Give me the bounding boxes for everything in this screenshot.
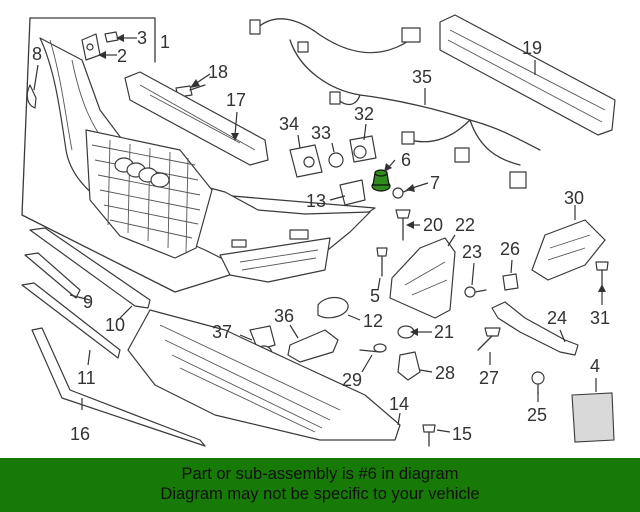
bolt-31: [595, 261, 609, 286]
trim-strip-9: [24, 252, 81, 299]
part-6-clip-highlighted: [371, 169, 391, 192]
callout-30: 30: [564, 188, 584, 208]
callout-4: 4: [590, 356, 600, 376]
pin-29: [359, 343, 387, 353]
callout-13: 13: [306, 191, 326, 211]
bumper-cover: [39, 37, 371, 283]
bolt-23: [464, 286, 487, 298]
callout-26: 26: [500, 239, 520, 259]
trim-strip-10: [29, 227, 151, 309]
sensor-36: [287, 329, 339, 363]
callout-11: 11: [77, 368, 96, 388]
banner-part-note: Part or sub-assembly is #6 in diagram: [181, 465, 459, 483]
callout-15: 15: [452, 424, 472, 444]
callout-17: 17: [226, 90, 246, 110]
callout-1: 1: [160, 32, 170, 52]
screw-25: [531, 371, 545, 395]
callout-8: 8: [32, 44, 42, 64]
bolt-5: [376, 247, 388, 277]
bolt-20: [395, 209, 411, 241]
exploded-parts-diagram: 1 2 3 4 5 6 7 8 9 10 11 12 13 14 15 16 1…: [21, 14, 616, 447]
callout-27: 27: [479, 368, 499, 388]
callout-labels: 1 2 3 4 5 6 7 8 9 10 11 12 13 14 15 16 1…: [32, 28, 610, 444]
leader-lines: [33, 34, 606, 433]
callout-35: 35: [412, 67, 432, 87]
callout-31: 31: [590, 308, 610, 328]
bracket-24: [491, 301, 579, 356]
callout-22: 22: [455, 215, 475, 235]
trim-strip-16: [31, 327, 206, 447]
banner-disclaimer: Diagram may not be specific to your vehi…: [160, 485, 480, 503]
callout-29: 29: [342, 370, 362, 390]
callout-7: 7: [430, 173, 440, 193]
trim-ring-12: [317, 296, 349, 319]
clip-26: [502, 273, 519, 291]
callout-14: 14: [389, 394, 409, 414]
callout-19: 19: [522, 38, 542, 58]
callout-21: 21: [434, 322, 454, 342]
rivet-27: [477, 327, 501, 351]
bracket-13: [339, 179, 366, 206]
small-bracket-parts: [81, 31, 119, 61]
bracket-28: [397, 351, 421, 381]
sensor-ring-33: [328, 152, 344, 168]
callout-36: 36: [274, 306, 294, 326]
callout-6: 6: [401, 150, 411, 170]
callout-18: 18: [208, 62, 228, 82]
callout-32: 32: [354, 104, 374, 124]
callout-33: 33: [311, 123, 331, 143]
callout-10: 10: [105, 315, 125, 335]
callout-16: 16: [70, 424, 90, 444]
callout-12: 12: [363, 311, 383, 331]
bracket-22: [389, 237, 456, 319]
callout-2: 2: [117, 46, 127, 66]
bracket-17: [124, 71, 269, 166]
callout-9: 9: [83, 292, 93, 312]
callout-28: 28: [435, 363, 455, 383]
info-banner: Part or sub-assembly is #6 in diagram Di…: [0, 458, 640, 512]
callout-37: 37: [212, 322, 232, 342]
callout-25: 25: [527, 405, 547, 425]
callout-20: 20: [423, 215, 443, 235]
tow-cover: [26, 84, 37, 109]
callout-24: 24: [547, 308, 567, 328]
trim-strip-11: [21, 282, 121, 359]
undertray: [127, 309, 401, 441]
callout-34: 34: [279, 114, 299, 134]
callout-23: 23: [462, 242, 482, 262]
reinforcement-bar: [439, 14, 616, 136]
hardware-kit-bag: [571, 392, 615, 443]
callout-5: 5: [370, 286, 380, 306]
callout-3: 3: [137, 28, 147, 48]
bolt-15: [422, 424, 436, 447]
bracket-30: [531, 219, 606, 281]
wiring-harness: [249, 18, 541, 189]
